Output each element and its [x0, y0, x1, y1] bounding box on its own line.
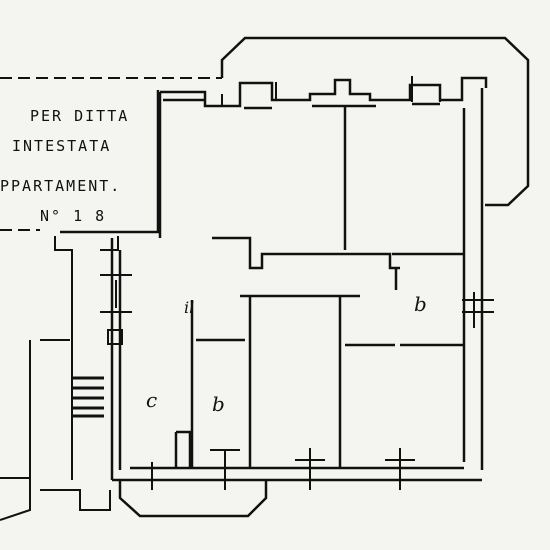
stairwell — [29, 236, 119, 480]
bottom-balcony — [118, 480, 268, 518]
window-marks — [151, 76, 494, 490]
note-line-1: PER DITTA — [30, 107, 130, 125]
bottom-left-boundary — [0, 477, 111, 521]
note-line-4: N° 1 8 — [40, 207, 107, 225]
room-label-c: c — [146, 388, 158, 412]
room-label-il: il — [184, 298, 195, 317]
interior-walls — [174, 106, 464, 468]
terrace-outline — [220, 36, 530, 207]
note-line-2: INTESTATA — [12, 137, 112, 155]
room-label-b-left: b — [212, 392, 225, 416]
room-label-b-right: b — [414, 292, 427, 316]
stair-treads — [72, 376, 104, 418]
note-area-walls — [60, 90, 160, 234]
neighbor-boundary — [0, 77, 222, 231]
entry-door — [100, 274, 132, 345]
outer-walls — [110, 76, 488, 482]
note-line-3: PPARTAMENT. — [0, 177, 122, 195]
